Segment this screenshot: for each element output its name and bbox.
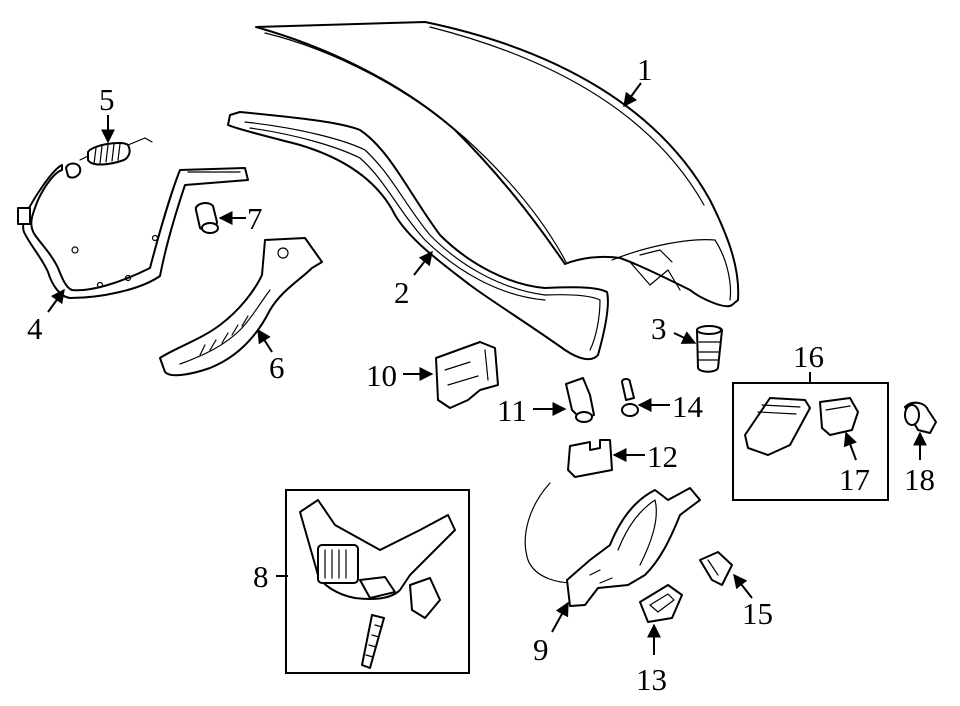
release-switch xyxy=(639,584,683,623)
callout-6: 6 xyxy=(269,350,285,385)
callout-17: 17 xyxy=(839,462,870,497)
callout-8: 8 xyxy=(253,559,269,594)
clip xyxy=(699,551,733,586)
hinge xyxy=(17,162,249,299)
callout-18: 18 xyxy=(904,462,935,497)
callout-16: 16 xyxy=(793,339,824,374)
callout-11: 11 xyxy=(497,393,527,428)
trunk-lid xyxy=(255,21,740,308)
callout-2: 2 xyxy=(394,275,410,310)
callout-12: 12 xyxy=(647,439,678,474)
callout-10: 10 xyxy=(366,358,397,393)
callout-13: 13 xyxy=(636,662,667,697)
callout-4: 4 xyxy=(27,311,43,346)
weatherstrip-seal xyxy=(227,111,609,361)
lock-bracket xyxy=(435,341,499,409)
callout-labels: 1 2 3 4 5 6 7 8 9 10 11 12 13 14 15 16 1… xyxy=(27,52,935,697)
camera-assembly-box xyxy=(732,382,889,501)
striker xyxy=(567,439,613,478)
latch-with-cable xyxy=(524,482,701,607)
callout-15: 15 xyxy=(742,596,773,631)
callout-5: 5 xyxy=(99,82,115,117)
leader-lines xyxy=(47,82,927,655)
callout-9: 9 xyxy=(533,632,549,667)
stud xyxy=(621,378,639,417)
callout-3: 3 xyxy=(651,311,667,346)
lock-cylinder xyxy=(565,377,595,423)
support-bracket xyxy=(159,237,323,377)
cap xyxy=(904,401,937,434)
lock-actuator-box xyxy=(285,489,470,674)
bumper-stop xyxy=(696,325,723,373)
torsion-spring xyxy=(79,137,153,166)
grommet xyxy=(194,202,219,234)
callout-1: 1 xyxy=(637,52,653,87)
callout-14: 14 xyxy=(672,389,704,424)
callout-7: 7 xyxy=(247,201,263,236)
